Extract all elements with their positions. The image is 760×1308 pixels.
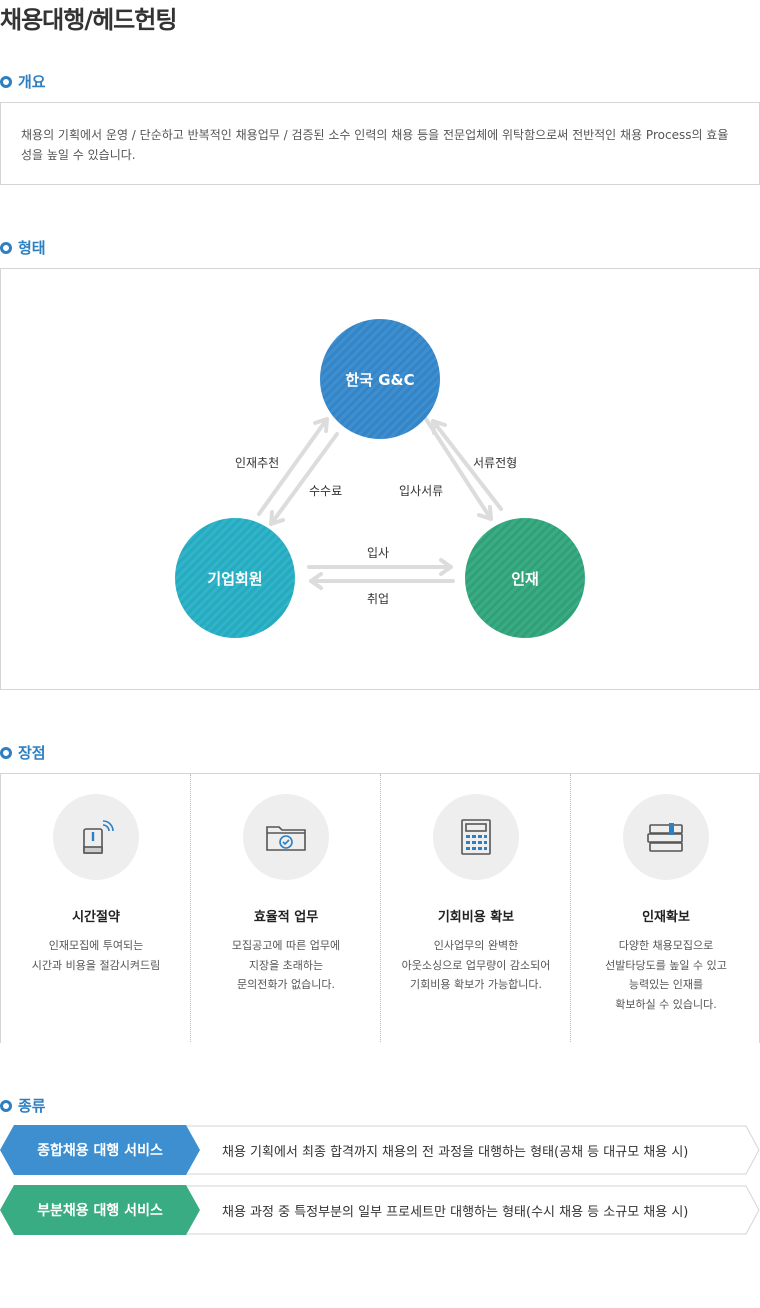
folder-check-icon: [243, 794, 329, 880]
advantage-title: 시간절약: [72, 910, 120, 925]
arrow-docs: [431, 419, 503, 511]
section-bullet-icon: [0, 1099, 12, 1112]
advantage-title: 인재확보: [642, 910, 690, 925]
type-label-partial-service: 부분채용 대행 서비스: [37, 1203, 163, 1219]
advantage-card: 인재확보 다양한 채용모집으로 선발타당도를 높일 수 있고 능력있는 인재를 …: [570, 774, 760, 1042]
section-title-advantages: 장점: [0, 742, 46, 763]
label-docs-submit: 입사서류: [399, 484, 444, 498]
advantage-title: 기회비용 확보: [437, 910, 515, 925]
section-title-types: 종류: [0, 1095, 46, 1116]
node-corporate-member: 기업회원: [175, 518, 295, 638]
type-row: 부분채용 대행 서비스 채용 과정 중 특정부분의 일부 프로세트만 대행하는 …: [0, 1185, 760, 1235]
section-bullet-icon: [0, 75, 12, 88]
type-row-shape: [0, 1125, 760, 1175]
section-title-types-text: 종류: [18, 1097, 46, 1115]
section-title-overview-text: 개요: [18, 73, 46, 91]
type-label-bg: [0, 1125, 200, 1175]
node-talent: 인재: [465, 518, 585, 638]
section-title-form-text: 형태: [18, 239, 46, 257]
phone-signal-icon: [53, 794, 139, 880]
label-fee: 수수료: [309, 484, 343, 498]
section-bullet-icon: [0, 241, 12, 254]
arrow-screening: [424, 417, 493, 521]
section-title-form: 형태: [0, 237, 46, 258]
arrow-fee: [269, 432, 339, 526]
label-screening: 서류전형: [473, 456, 518, 470]
section-title-advantages-text: 장점: [18, 744, 46, 762]
calculator-icon: [433, 794, 519, 880]
type-label-full-service: 종합채용 대행 서비스: [37, 1143, 163, 1159]
advantage-card: 기회비용 확보 인사업무의 완벽한 아웃소싱으로 업무량이 감소되어 기회비용 …: [380, 774, 570, 1042]
type-row: 종합채용 대행 서비스 채용 기획에서 최종 합격까지 채용의 전 과정을 대행…: [0, 1125, 760, 1175]
form-diagram-box: 한국 G&C 기업회원 인재 인재추천 수수료 입사서류 서류전형 입사 취업: [0, 268, 760, 690]
section-bullet-icon: [0, 746, 12, 759]
label-join: 입사: [367, 546, 390, 560]
type-label-bg: [0, 1185, 200, 1235]
overview-text: 채용의 기획에서 운영 / 단순하고 반복적인 채용업무 / 검증된 소수 인력…: [21, 128, 729, 162]
advantage-desc: 다양한 채용모집으로 선발타당도를 높일 수 있고 능력있는 인재를 확보하실 …: [605, 939, 727, 1011]
type-row-shape: [0, 1185, 760, 1235]
overview-box: 채용의 기획에서 운영 / 단순하고 반복적인 채용업무 / 검증된 소수 인력…: [0, 102, 760, 185]
arrow-join: [307, 558, 453, 576]
advantage-desc: 인사업무의 완벽한 아웃소싱으로 업무량이 감소되어 기회비용 확보가 가능합니…: [401, 939, 551, 991]
node-company: 한국 G&C: [320, 319, 440, 439]
arrow-employ: [309, 572, 455, 590]
label-recommend: 인재추천: [235, 456, 280, 470]
advantage-desc: 모집공고에 따른 업무에 지장을 초래하는 문의전화가 없습니다.: [231, 939, 341, 991]
type-desc-partial-service: 채용 과정 중 특정부분의 일부 프로세트만 대행하는 형태(수시 채용 등 소…: [222, 1204, 689, 1220]
advantage-desc: 인재모집에 투여되는 시간과 비용을 절감시켜드림: [31, 939, 161, 972]
page-title: 채용대행/헤드헌팅: [0, 6, 177, 34]
advantage-title: 효율적 업무: [253, 910, 319, 925]
arrow-recommend: [257, 417, 329, 516]
advantages-box: 시간절약 인재모집에 투여되는 시간과 비용을 절감시켜드림 효율적 업무 모집…: [0, 773, 760, 1043]
advantage-card: 효율적 업무 모집공고에 따른 업무에 지장을 초래하는 문의전화가 없습니다.: [190, 774, 380, 1042]
label-employ: 취업: [367, 592, 390, 606]
advantage-card: 시간절약 인재모집에 투여되는 시간과 비용을 절감시켜드림: [1, 774, 191, 1042]
diagram-arrows: [257, 417, 503, 590]
section-title-overview: 개요: [0, 71, 46, 92]
type-desc-full-service: 채용 기획에서 최종 합격까지 채용의 전 과정을 대행하는 형태(공채 등 대…: [222, 1144, 689, 1160]
books-icon: [623, 794, 709, 880]
